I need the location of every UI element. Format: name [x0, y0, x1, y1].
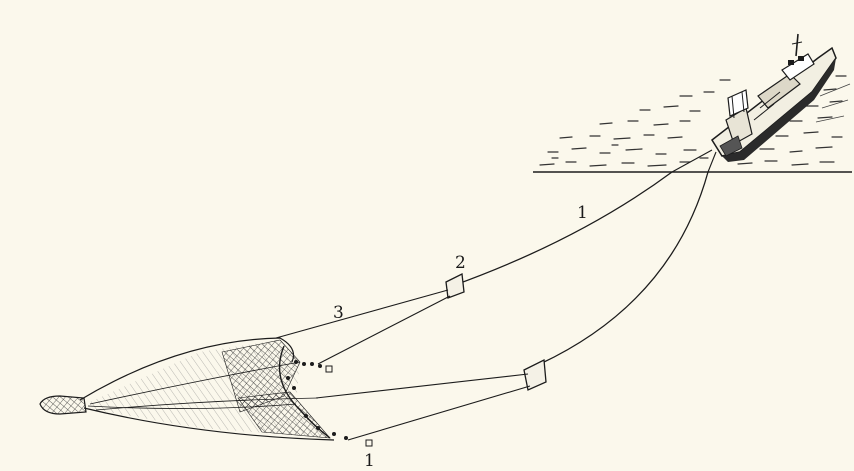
upper-warp-line [452, 172, 672, 286]
codend [40, 396, 86, 414]
lower-otter-board [524, 360, 546, 390]
otter-boards [446, 274, 546, 390]
label-warp-lower: 1 [364, 451, 375, 471]
trawl-net [40, 338, 372, 446]
towing-warps [452, 150, 716, 364]
upper-warp-surface [672, 150, 712, 172]
bridles [276, 290, 530, 440]
label-warp-upper: 1 [577, 203, 588, 223]
lower-warp-surface [708, 152, 716, 172]
trawler-ship [712, 34, 850, 162]
upper-otter-board [446, 274, 464, 298]
weight-upper [326, 366, 332, 372]
label-bridle: 3 [333, 303, 344, 323]
lower-warp-line [540, 172, 708, 364]
label-otter-board: 2 [455, 253, 466, 273]
weight-lower [366, 440, 372, 446]
